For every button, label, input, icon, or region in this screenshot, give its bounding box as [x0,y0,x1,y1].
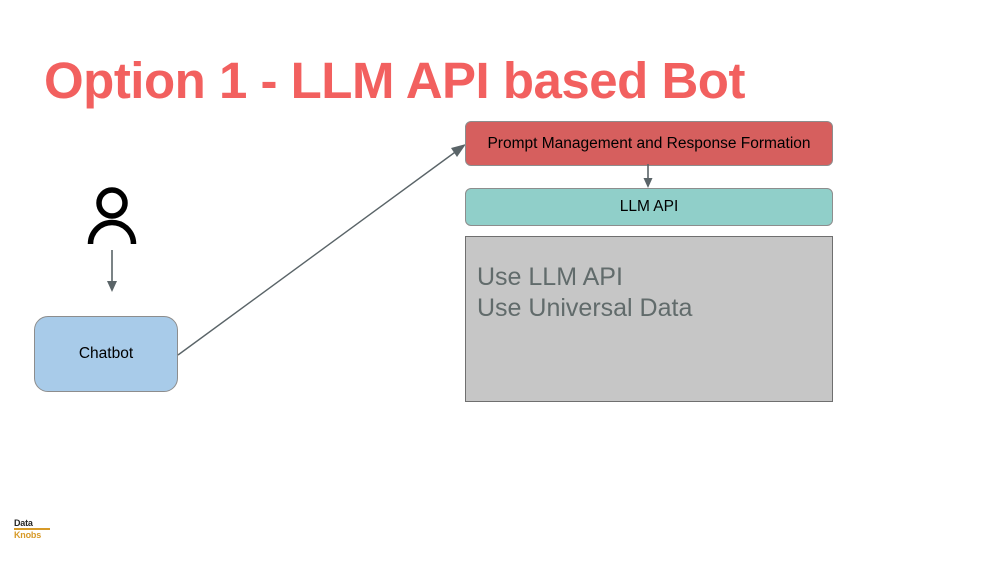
arrow-user-to-chatbot [98,250,126,298]
logo-word-data: Data [14,518,33,528]
node-llm-api-label: LLM API [619,198,679,215]
page-title: Option 1 - LLM API based Bot [44,52,745,109]
node-llm-api[interactable]: LLM API [465,188,833,226]
person-icon-glyph [87,187,137,245]
arrow-prompt-to-llmapi [634,164,662,192]
node-prompt-management-label: Prompt Management and Response Formation [487,134,811,152]
logo-word-knobs: Knobs [14,530,41,540]
person-icon [86,186,138,245]
node-features-panel[interactable]: Use LLM API Use Universal Data [465,236,833,402]
dataknobs-logo: Data Knobs [14,518,52,546]
node-chatbot[interactable]: Chatbot [34,316,178,392]
arrow-chatbot-to-prompt [170,138,472,362]
feature-line-1: Use LLM API [477,263,623,291]
node-chatbot-label: Chatbot [78,345,134,362]
feature-line-2: Use Universal Data [477,294,693,322]
node-prompt-management[interactable]: Prompt Management and Response Formation [465,121,833,166]
logo-divider [14,528,50,530]
